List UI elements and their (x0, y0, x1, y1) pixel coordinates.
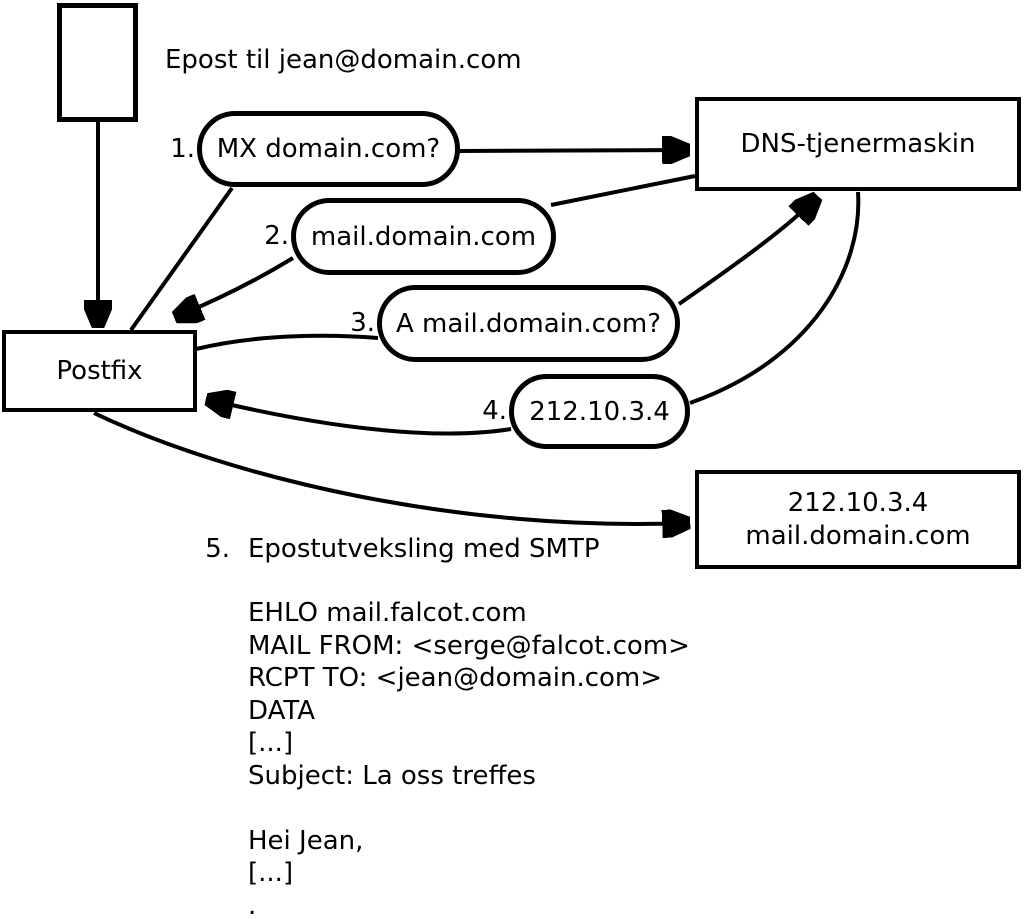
answer-pill-mx: mail.domain.com (291, 198, 556, 275)
smtp-line: . (248, 890, 257, 919)
step-number-5: 5. (205, 534, 230, 564)
smtp-line: DATA (248, 695, 315, 726)
smtp-line: EHLO mail.falcot.com (248, 598, 527, 628)
query-pill-mx-label: MX domain.com? (216, 134, 441, 164)
envelope-icon (57, 3, 138, 122)
postfix-label: Postfix (56, 355, 143, 386)
smtp-session-transcript: EHLO mail.falcot.com MAIL FROM: <serge@f… (248, 597, 690, 919)
smtp-line: [...] (248, 858, 294, 888)
answer-pill-mx-label: mail.domain.com (310, 221, 537, 252)
step-number-1: 1. (170, 134, 195, 164)
mailserver-node: 212.10.3.4 mail.domain.com (695, 470, 1021, 569)
mailserver-ip: 212.10.3.4 (787, 487, 929, 518)
step-number-3: 3. (350, 308, 375, 338)
query-pill-a: A mail.domain.com? (377, 285, 680, 362)
arrow-mx-answer-to-postfix (178, 256, 295, 316)
postfix-node: Postfix (2, 330, 197, 412)
smtp-line: RCPT TO: <jean@domain.com> (248, 663, 663, 693)
dns-server-label: DNS-tjenermaskin (740, 128, 976, 159)
answer-pill-ip: 212.10.3.4 (509, 374, 690, 449)
query-pill-mx: MX domain.com? (197, 111, 460, 187)
smtp-line: [...] (248, 728, 294, 758)
smtp-line: Hei Jean, (248, 825, 364, 856)
arrow-postfix-to-mailserver (93, 411, 686, 524)
arrow-mx-query-to-dns (458, 150, 686, 151)
step-number-2: 2. (264, 221, 289, 251)
line-dns-to-a-answer (689, 191, 861, 405)
line-dns-to-mx-answer (550, 174, 696, 207)
arrow-a-answer-to-postfix (210, 400, 512, 436)
smtp-line: Subject: La oss treffes (248, 760, 536, 791)
query-pill-a-label: A mail.domain.com? (396, 308, 661, 339)
line-postfix-to-a-query (195, 333, 379, 351)
smtp-step-label: Epostutveksling med SMTP (248, 534, 600, 564)
answer-pill-ip-label: 212.10.3.4 (529, 396, 670, 427)
smtp-line (248, 792, 690, 825)
step-number-4: 4. (482, 396, 507, 426)
email-note: Epost til jean@domain.com (165, 45, 522, 75)
dns-server-node: DNS-tjenermaskin (695, 97, 1021, 191)
smtp-line: MAIL FROM: <serge@falcot.com> (248, 630, 690, 661)
mailserver-hostname: mail.domain.com (745, 520, 971, 551)
line-postfix-to-mx-query (129, 186, 234, 332)
arrow-a-query-to-dns (677, 199, 815, 306)
